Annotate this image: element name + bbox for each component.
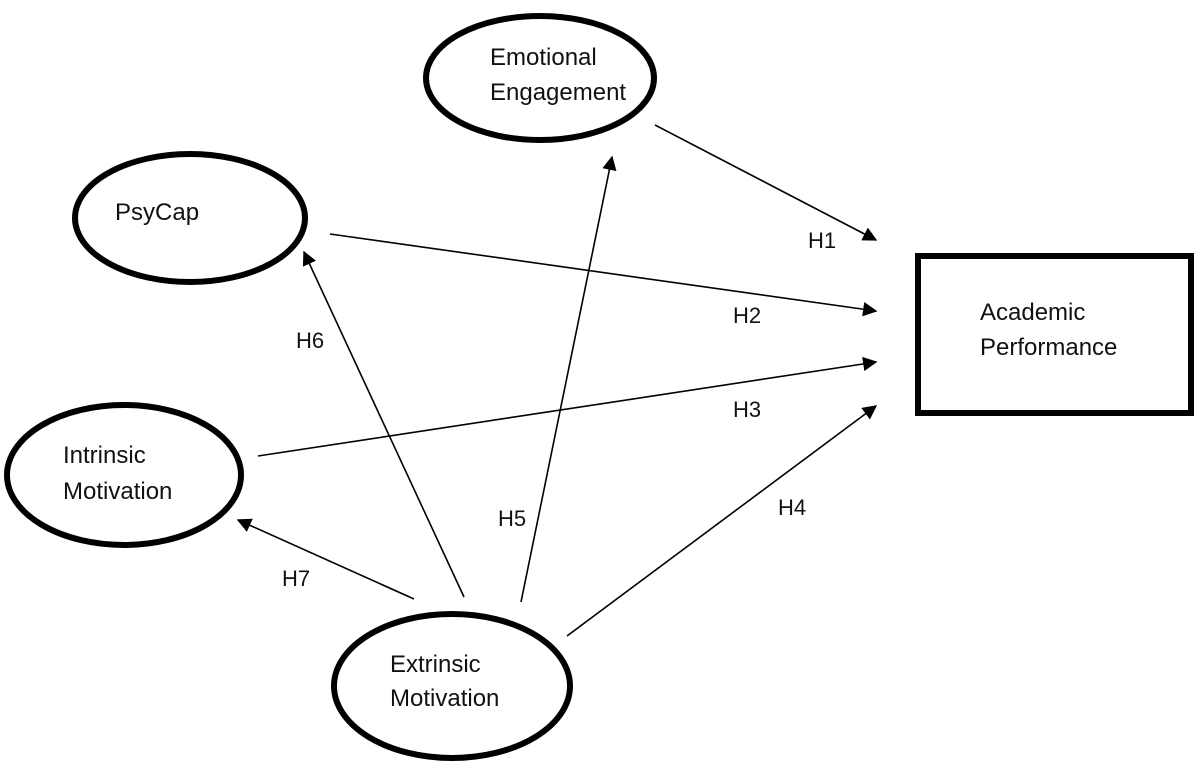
edge-h4-arrow xyxy=(566,405,878,637)
node-extrinsic-motivation-shape xyxy=(331,611,573,761)
node-extrinsic-motivation: Extrinsic Motivation xyxy=(331,611,573,761)
node-emotional-engagement-shape xyxy=(423,13,657,143)
edge-h3-arrow xyxy=(257,356,878,457)
edge-h7-arrow xyxy=(236,518,415,600)
node-psycap: PsyCap xyxy=(72,151,308,285)
edge-label-h5: H5 xyxy=(498,506,526,531)
edge-h5-arrow xyxy=(520,155,617,603)
node-intrinsic-motivation-label: Intrinsic xyxy=(63,442,146,469)
node-academic-performance-label-line2: Performance xyxy=(980,334,1117,361)
node-extrinsic-motivation-label: Extrinsic xyxy=(390,651,481,678)
edge-label-h3: H3 xyxy=(733,397,761,422)
node-emotional-engagement: Emotional Engagement xyxy=(423,13,657,143)
edge-h1-arrow xyxy=(654,124,878,241)
edge-label-h2: H2 xyxy=(733,303,761,328)
node-academic-performance-label: Academic xyxy=(980,299,1085,326)
edges xyxy=(236,124,878,637)
node-intrinsic-motivation: Intrinsic Motivation xyxy=(4,402,244,548)
node-intrinsic-motivation-shape xyxy=(4,402,244,548)
edge-h6-arrow xyxy=(302,250,465,598)
edge-h2-arrow xyxy=(329,233,878,317)
node-emotional-engagement-label-line2: Engagement xyxy=(490,79,626,106)
node-intrinsic-motivation-label-line2: Motivation xyxy=(63,478,172,505)
node-psycap-shape xyxy=(72,151,308,285)
node-academic-performance-shape xyxy=(915,253,1194,416)
edge-label-h4: H4 xyxy=(778,495,806,520)
edge-labels: H1 H2 H3 H4 H5 H6 H7 xyxy=(282,228,836,591)
node-academic-performance: Academic Performance xyxy=(915,253,1194,416)
edge-label-h1: H1 xyxy=(808,228,836,253)
edge-label-h6: H6 xyxy=(296,328,324,353)
edge-label-h7: H7 xyxy=(282,566,310,591)
node-emotional-engagement-label: Emotional xyxy=(490,44,597,71)
node-psycap-label: PsyCap xyxy=(115,199,199,226)
node-extrinsic-motivation-label-line2: Motivation xyxy=(390,685,499,712)
